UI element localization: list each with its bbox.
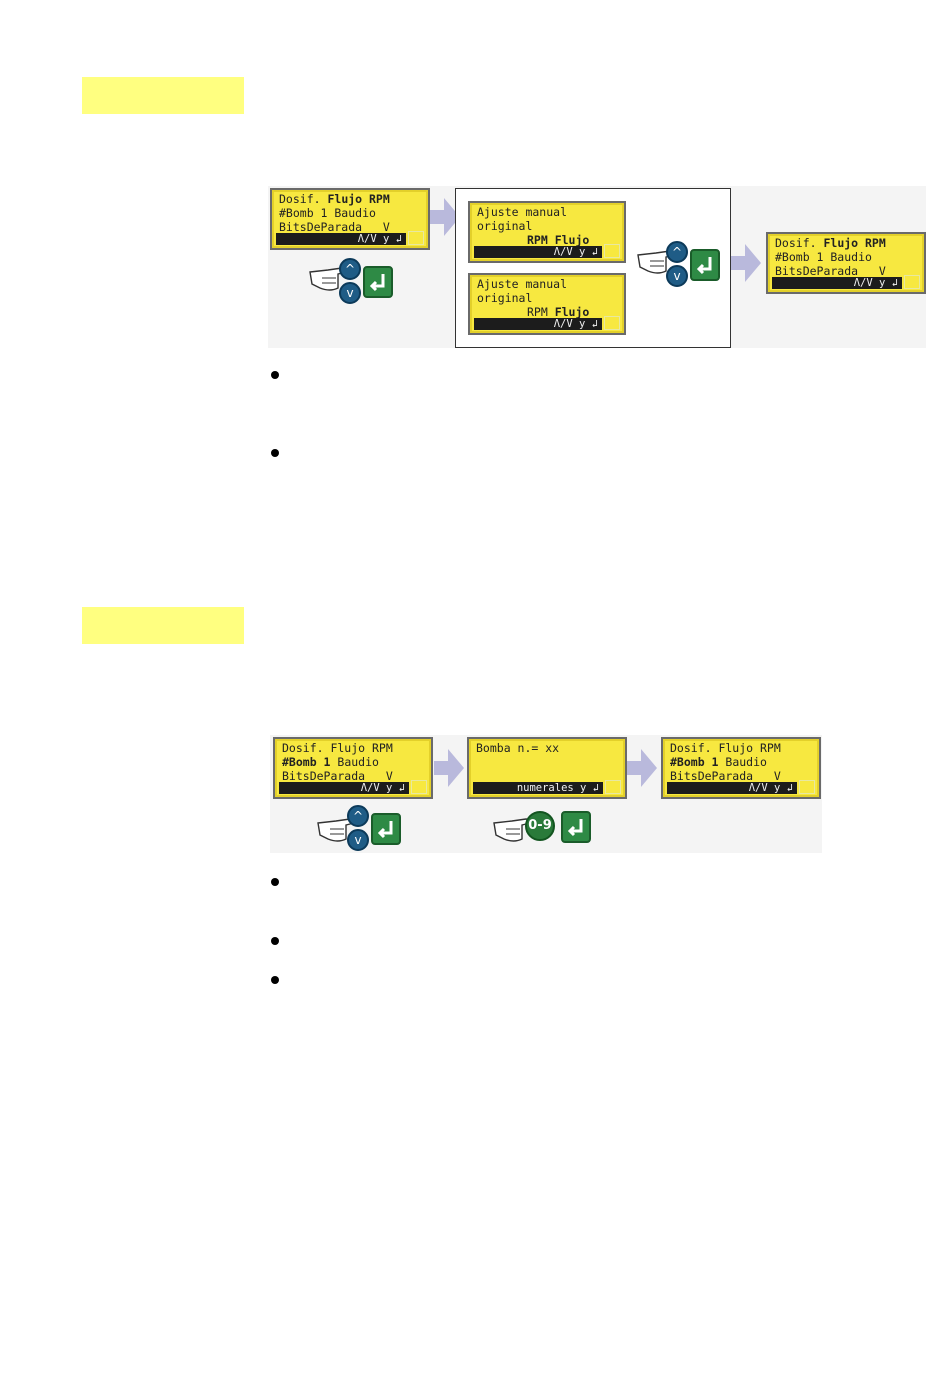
numeric-key-icon[interactable]: 0-9 — [525, 811, 555, 841]
bullet-point — [271, 937, 279, 945]
lcd-screen-pump-number[interactable]: Bomba n.= xx numerales y ↲ — [467, 737, 627, 799]
bullet-point — [271, 976, 279, 984]
bullet-point — [271, 449, 279, 457]
lcd-screen-option-flujo[interactable]: Ajuste manual original RPM Flujo Λ/V y ↲ — [468, 273, 626, 335]
lcd-softkey-bar: Λ/V y ↲ — [279, 782, 409, 794]
enter-key-icon[interactable] — [363, 266, 393, 298]
arrow-down-button-icon[interactable]: v — [666, 265, 688, 287]
flow-arrow-icon — [627, 749, 657, 787]
section-highlight-1 — [82, 77, 244, 114]
lcd-softkey-bar: Λ/V y ↲ — [772, 277, 902, 289]
lcd-softkey-bar: Λ/V y ↲ — [474, 246, 602, 258]
lcd-screen-menu-result: Dosif. Flujo RPM #Bomb 1 Baudio BitsDePa… — [661, 737, 821, 799]
arrow-up-button-icon[interactable]: ^ — [666, 241, 688, 263]
enter-key-icon[interactable] — [371, 813, 401, 845]
lcd-screen-menu: Dosif. Flujo RPM #Bomb 1 Baudio BitsDePa… — [270, 188, 430, 250]
lcd-softkey-bar: Λ/V y ↲ — [667, 782, 797, 794]
figure-2: Dosif. Flujo RPM #Bomb 1 Baudio BitsDePa… — [270, 735, 822, 853]
bullet-point — [271, 371, 279, 379]
enter-key-icon[interactable] — [561, 811, 591, 843]
arrow-down-button-icon[interactable]: v — [347, 829, 369, 851]
lcd-softkey-bar: numerales y ↲ — [473, 782, 603, 794]
lcd-screen-menu: Dosif. Flujo RPM #Bomb 1 Baudio BitsDePa… — [273, 737, 433, 799]
section-highlight-2 — [82, 607, 244, 644]
options-frame: Ajuste manual original RPM Flujo Λ/V y ↲… — [455, 188, 731, 348]
lcd-softkey-bar: Λ/V y ↲ — [276, 233, 406, 245]
enter-key-icon[interactable] — [690, 249, 720, 281]
hand-pointer-icon — [317, 818, 355, 842]
arrow-down-button-icon[interactable]: v — [339, 282, 361, 304]
arrow-up-button-icon[interactable]: ^ — [339, 258, 361, 280]
lcd-screen-option-rpm[interactable]: Ajuste manual original RPM Flujo Λ/V y ↲ — [468, 201, 626, 263]
lcd-softkey-bar: Λ/V y ↲ — [474, 318, 602, 330]
flow-arrow-icon — [434, 749, 464, 787]
arrow-up-button-icon[interactable]: ^ — [347, 805, 369, 827]
figure-1: Dosif. Flujo RPM #Bomb 1 Baudio BitsDePa… — [268, 186, 926, 348]
lcd-screen-menu-result: Dosif. Flujo RPM #Bomb 1 Baudio BitsDePa… — [766, 232, 926, 294]
flow-arrow-icon — [430, 198, 460, 236]
bullet-point — [271, 878, 279, 886]
flow-arrow-icon — [731, 244, 761, 282]
